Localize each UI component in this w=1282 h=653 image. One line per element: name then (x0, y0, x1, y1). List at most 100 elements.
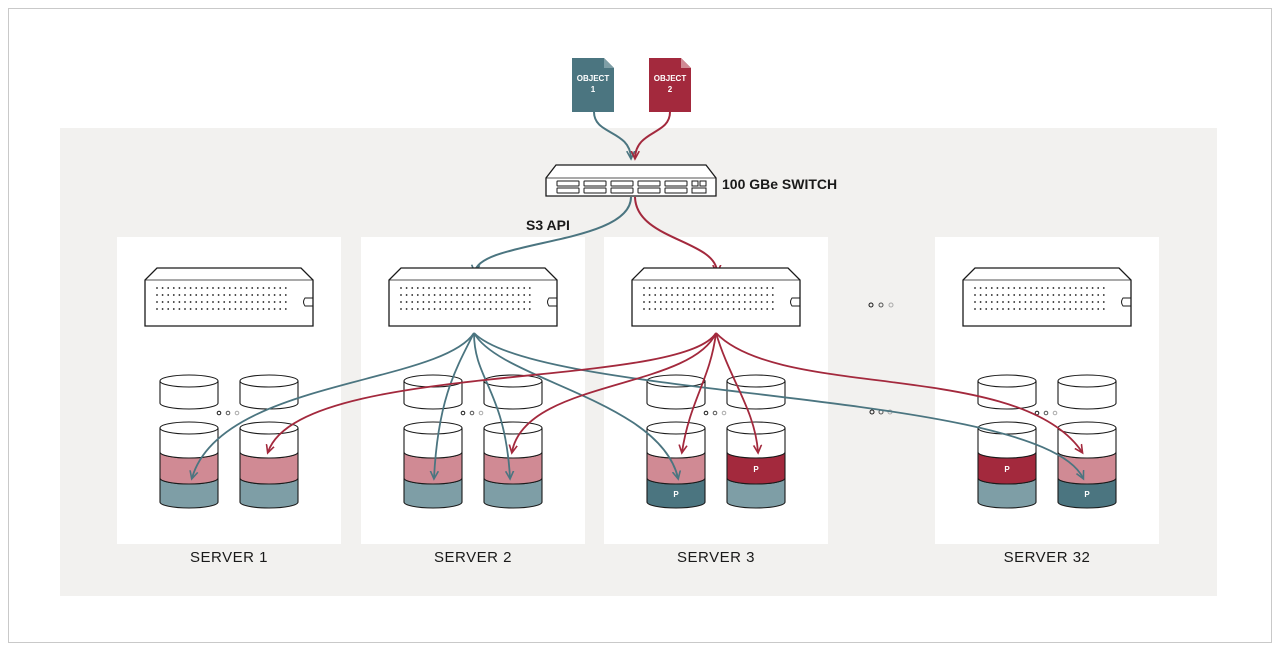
vent-hole (206, 287, 209, 289)
vent-hole (766, 308, 769, 310)
vent-hole (659, 294, 662, 296)
disk-chunk (403, 478, 463, 509)
vent-hole (1063, 308, 1066, 310)
vent-hole (167, 287, 170, 289)
switch-to-server2-arrow (475, 196, 632, 272)
vent-hole (1074, 294, 1077, 296)
vent-hole (178, 294, 181, 296)
object-2-to-switch-arrow (635, 111, 671, 158)
disk-top (239, 428, 299, 459)
vent-hole (195, 301, 198, 303)
chassis-handle (790, 297, 800, 307)
vent-hole (217, 287, 220, 289)
vent-hole (273, 294, 276, 296)
vent-hole (979, 294, 982, 296)
vent-hole (704, 294, 707, 296)
vent-hole (506, 308, 509, 310)
vent-hole (234, 294, 237, 296)
vent-hole (195, 308, 198, 310)
vent-hole (710, 287, 713, 289)
vent-hole (156, 287, 158, 289)
vent-hole (1080, 301, 1083, 303)
vent-hole (1013, 301, 1016, 303)
vent-hole (240, 301, 242, 303)
vent-hole (478, 308, 481, 310)
vent-hole (974, 294, 976, 296)
disk-top-top (239, 421, 299, 435)
switch-to-server3-arrow (634, 196, 717, 272)
vent-hole (461, 301, 464, 303)
switch-port (664, 187, 688, 194)
vent-hole (528, 287, 531, 289)
vent-hole (273, 301, 276, 303)
vent-hole (195, 294, 198, 296)
spare-disk (159, 381, 219, 410)
vent-hole (489, 308, 492, 310)
vent-hole (506, 294, 509, 296)
switch-port (691, 180, 699, 187)
vent-hole (1080, 308, 1083, 310)
vent-hole (461, 294, 464, 296)
vent-hole (489, 287, 492, 289)
vent-hole (654, 308, 657, 310)
object-2-document: OBJECT 2 (649, 58, 691, 112)
vent-hole (1041, 301, 1044, 303)
vent-hole (456, 308, 458, 310)
vent-hole (411, 287, 414, 289)
vent-hole (268, 294, 270, 296)
disk-top-top (646, 421, 706, 435)
disk-chunk (159, 452, 219, 485)
red-arrow-to-s2-d2 (512, 332, 717, 452)
vent-hole (495, 308, 498, 310)
vent-hole (648, 287, 651, 289)
vent-hole (996, 294, 999, 296)
vent-hole (467, 301, 470, 303)
vent-hole (234, 287, 237, 289)
vent-hole (1080, 287, 1083, 289)
disk-chunk (977, 478, 1037, 509)
vent-hole (251, 287, 254, 289)
vent-hole (444, 308, 447, 310)
vent-hole (1013, 287, 1016, 289)
vent-hole (1018, 294, 1021, 296)
vent-hole (732, 308, 735, 310)
vent-hole (212, 287, 214, 289)
disk-chunk (1057, 452, 1117, 485)
object-1-number: 1 (591, 85, 596, 94)
vent-hole (428, 287, 430, 289)
vent-hole (167, 294, 170, 296)
vent-hole (1035, 294, 1038, 296)
vent-hole (687, 301, 690, 303)
vent-hole (1052, 287, 1055, 289)
spare-disk (977, 381, 1037, 410)
vent-hole (467, 308, 470, 310)
disk-top-top (726, 421, 786, 435)
teal-arrow-to-s1-d1 (192, 332, 475, 478)
vent-hole (1058, 301, 1060, 303)
vent-hole (1035, 308, 1038, 310)
disk-top (726, 428, 786, 459)
vent-hole (489, 301, 492, 303)
vent-hole (433, 287, 436, 289)
more-disks-dot (721, 410, 727, 416)
switch-port (691, 187, 707, 194)
vent-hole (223, 287, 226, 289)
vent-hole (715, 308, 718, 310)
vent-hole (1007, 308, 1010, 310)
vent-hole (178, 287, 181, 289)
vent-hole (1024, 294, 1027, 296)
vent-hole (1102, 301, 1105, 303)
vent-hole (405, 301, 408, 303)
vent-hole (217, 308, 220, 310)
teal-arrow-to-s2-d2 (473, 332, 510, 478)
switch-port (583, 187, 607, 194)
switch-port (664, 180, 688, 187)
vent-hole (1058, 287, 1060, 289)
switch-port (610, 180, 634, 187)
vent-hole (279, 308, 282, 310)
disk-top (977, 428, 1037, 459)
vent-hole (1063, 294, 1066, 296)
vent-hole (1046, 308, 1049, 310)
disk-top (483, 428, 543, 459)
vent-hole (990, 294, 993, 296)
